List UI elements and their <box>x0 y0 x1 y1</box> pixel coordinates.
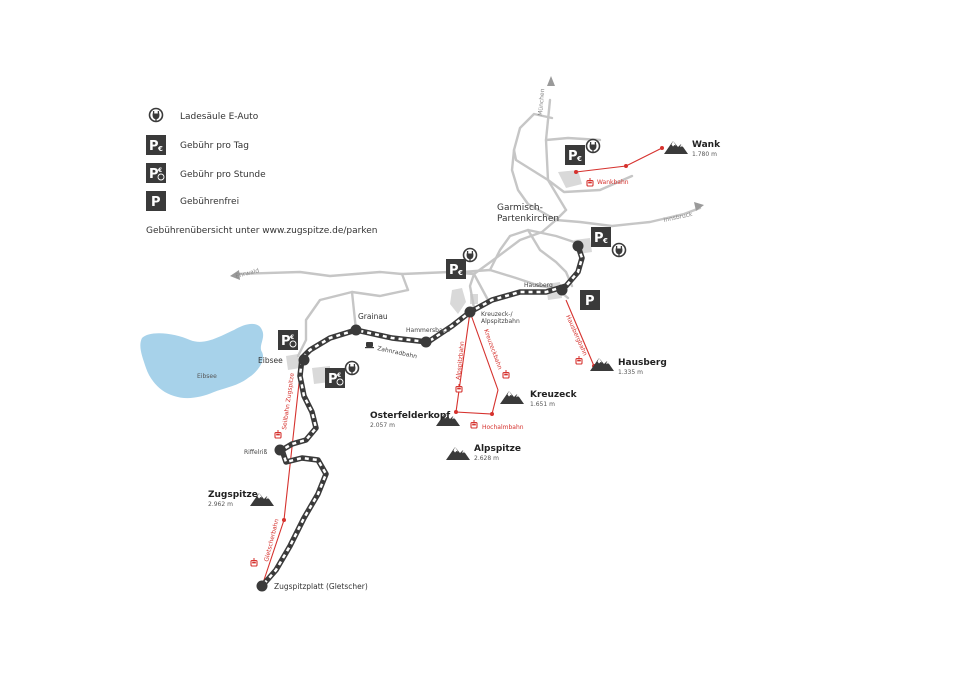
train-icon <box>365 342 374 349</box>
clock-icon <box>336 378 344 386</box>
legend-fee-hour: Gebühr pro Stunde <box>180 170 266 180</box>
peak-zugspitze: Zugspitze 2.962 m <box>208 490 274 508</box>
svg-text:P: P <box>281 334 291 349</box>
place-kreuzeck-station-2: Alpspitzbahn <box>481 318 520 325</box>
place-eibsee: Eibsee <box>258 356 283 365</box>
road-network <box>234 98 702 358</box>
place-grainau: Grainau <box>358 312 388 321</box>
cable-label-wankbahn: Wankbahn <box>597 179 629 186</box>
place-garmisch-2: Partenkirchen <box>497 214 559 224</box>
parking-hausberg-free: P <box>580 290 600 310</box>
plug-icon <box>611 242 627 258</box>
peak-wank-name: Wank <box>692 140 721 150</box>
eibsee-lake <box>140 323 264 399</box>
peak-kreuzeck: Kreuzeck 1.651 m <box>500 390 578 408</box>
svg-text:P: P <box>149 167 159 182</box>
parking-eibsee-hour: P € <box>278 330 298 350</box>
svg-text:P: P <box>449 263 459 278</box>
svg-text:P: P <box>151 195 161 210</box>
peak-osterfelderkopf-elevation: 2.057 m <box>370 422 395 429</box>
svg-text:P: P <box>328 372 338 387</box>
legend-plug-icon <box>148 107 164 123</box>
cable-label-hausbergbahn: Hausbergbahn <box>564 314 588 357</box>
legend-parking-day: P € <box>146 135 166 155</box>
svg-text:€: € <box>157 167 162 174</box>
rail-stops <box>256 240 584 592</box>
svg-text:P: P <box>585 294 595 309</box>
legend-charging: Ladesäule E-Auto <box>180 112 259 122</box>
peak-wank: Wank 1.780 m <box>664 140 721 158</box>
svg-text:€: € <box>336 372 341 379</box>
zahnradbahn-railway <box>259 243 585 589</box>
cable-label-seilbahn-zugspitze: Seilbahn Zugspitze <box>281 372 296 430</box>
svg-text:€: € <box>457 269 463 277</box>
svg-text:P: P <box>594 231 604 246</box>
peak-zugspitze-elevation: 2.962 m <box>208 501 233 508</box>
eibsee-lake-label: Eibsee <box>197 373 217 380</box>
clock-icon <box>157 173 165 181</box>
place-garmisch-1: Garmisch- <box>497 203 543 213</box>
peak-hausberg: Hausberg 1.335 m <box>590 358 667 376</box>
svg-text:P: P <box>149 139 159 154</box>
svg-text:€: € <box>576 155 582 163</box>
mountain-icon <box>664 141 688 154</box>
svg-text:€: € <box>602 237 608 245</box>
road-arrows <box>230 76 704 280</box>
plug-icon <box>344 360 360 376</box>
parking-kreuzeck-day: P € <box>446 259 466 279</box>
place-zugspitzplatt: Zugspitzplatt (Gletscher) <box>274 582 368 591</box>
peak-osterfelderkopf-name: Osterfelderkopf <box>370 411 450 421</box>
road-label-ehrwald: Ehrwald <box>235 267 260 280</box>
peak-osterfelderkopf: Osterfelderkopf 2.057 m <box>370 411 460 429</box>
legend-fee-day: Gebühr pro Tag <box>180 141 249 151</box>
clock-icon <box>289 340 297 348</box>
legend-free: Gebührenfrei <box>180 197 239 207</box>
peak-alpspitze: Alpspitze 2.628 m <box>446 444 521 462</box>
place-kreuzeck-station-1: Kreuzeck-/ <box>481 311 514 318</box>
peak-hausberg-elevation: 1.335 m <box>618 369 643 376</box>
svg-text:P: P <box>568 149 578 164</box>
cable-label-hochalmbahn: Hochalmbahn <box>482 424 524 431</box>
parking-hausberg-day: P € <box>591 227 611 247</box>
legend-parking-hour: P € <box>146 163 166 183</box>
peak-kreuzeck-name: Kreuzeck <box>530 390 578 400</box>
peak-wank-elevation: 1.780 m <box>692 151 717 158</box>
parking-wank-day: P € <box>565 145 585 165</box>
cable-car-lines <box>261 146 664 587</box>
place-hausberg-station: Hausberg <box>524 282 553 289</box>
legend: Ladesäule E-Auto P € Gebühr pro Tag P € … <box>146 107 377 236</box>
rail-label-zahnradbahn: Zahnradbahn <box>377 345 418 360</box>
parking-eibsee-hour-2: P € <box>325 368 345 388</box>
place-hammersbach: Hammersbach <box>406 327 450 334</box>
road-label-innsbruck: Innsbruck <box>663 211 694 224</box>
svg-text:€: € <box>157 145 163 153</box>
svg-text:€: € <box>289 334 294 341</box>
mountain-icon <box>500 391 524 404</box>
peak-zugspitze-name: Zugspitze <box>208 490 258 500</box>
mountain-icon <box>446 447 470 460</box>
peak-hausberg-name: Hausberg <box>618 358 667 368</box>
peak-alpspitze-name: Alpspitze <box>474 444 521 454</box>
peak-alpspitze-elevation: 2.628 m <box>474 455 499 462</box>
place-riffelriss: Riffelriß <box>244 449 267 456</box>
plug-icon <box>585 138 601 154</box>
plug-icon <box>462 247 478 263</box>
legend-fees-note: Gebührenübersicht unter www.zugspitze.de… <box>146 226 377 236</box>
cable-label-alpspitzbahn: Alpspitzbahn <box>455 341 466 380</box>
peak-kreuzeck-elevation: 1.651 m <box>530 401 555 408</box>
road-label-muenchen: München <box>537 88 546 116</box>
cable-label-kreuzeckbahn: Kreuzeckbahn <box>482 328 503 370</box>
legend-parking-free: P <box>146 191 166 211</box>
